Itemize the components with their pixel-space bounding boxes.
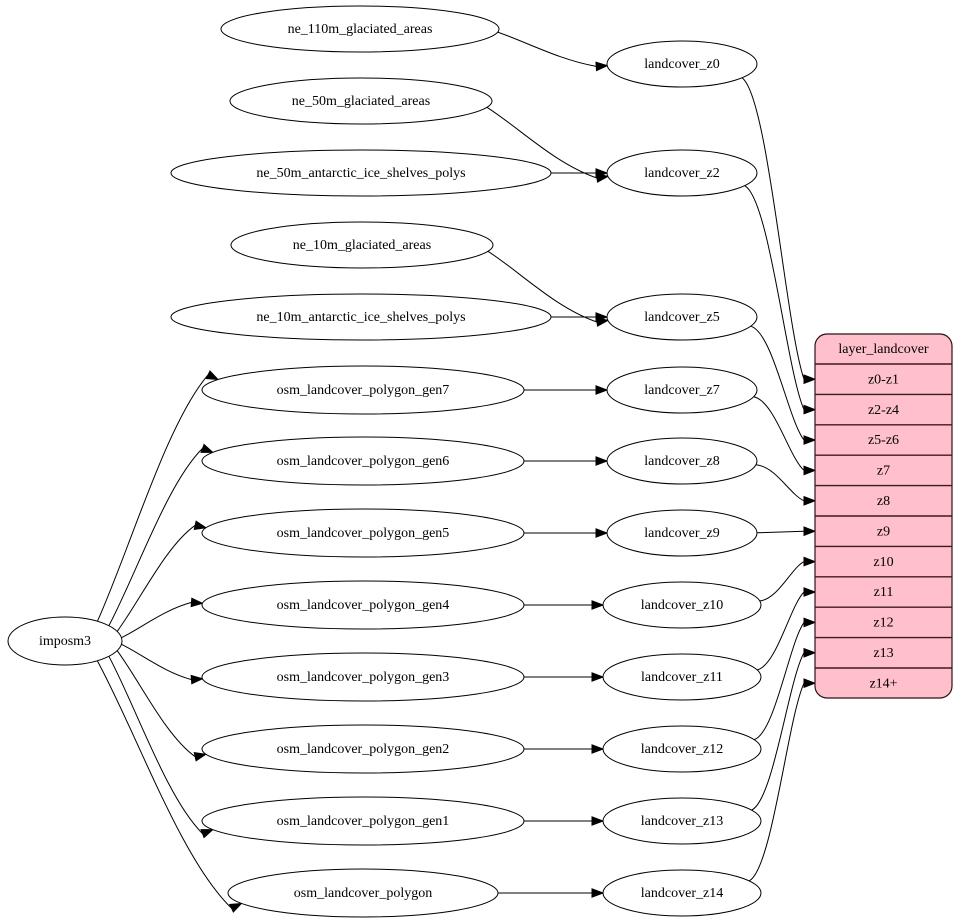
- table-row-z10[interactable]: z10: [873, 555, 893, 570]
- edge-landcover_z0-to-layer_landcover_z0-z1: [741, 77, 817, 385]
- node-label: landcover_z14: [641, 886, 723, 901]
- edge-imposm3-to-osm_landcover_polygon_gen7: [96, 370, 220, 622]
- table-row-z13[interactable]: z13: [873, 646, 893, 661]
- node-label: ne_110m_glaciated_areas: [288, 22, 433, 37]
- layer-landcover-table[interactable]: layer_landcover z0-z1 z2-z4 z5-z6 z7 z8 z9 z10 z…: [814, 333, 953, 699]
- node-label: ne_10m_glaciated_areas: [293, 238, 431, 253]
- node-label: osm_landcover_polygon_gen3: [277, 670, 450, 685]
- edge-imposm3-to-osm_landcover_polygon_gen3: [121, 643, 204, 685]
- edge-osm_landcover_polygon_gen5-to-landcover_z9: [524, 528, 609, 538]
- node-label: landcover_z10: [641, 598, 723, 613]
- table-row-z2z4[interactable]: z2-z4: [868, 403, 899, 418]
- table-row-z5z6[interactable]: z5-z6: [868, 433, 899, 448]
- edge-imposm3-to-osm_landcover_polygon_gen1: [108, 656, 215, 839]
- node-label: landcover_z12: [641, 742, 723, 757]
- table-row-z8[interactable]: z8: [877, 494, 890, 509]
- node-landcover_z14[interactable]: landcover_z14: [602, 869, 762, 917]
- node-label: ne_50m_antarctic_ice_shelves_polys: [256, 166, 465, 181]
- table-row-z9[interactable]: z9: [877, 524, 890, 539]
- edge-landcover_z13-to-layer_landcover_z13: [751, 647, 817, 811]
- table-header-label: layer_landcover: [838, 342, 929, 357]
- edge-landcover_z12-to-layer_landcover_z12: [753, 617, 817, 741]
- edge-landcover_z14-to-layer_landcover_z14_: [748, 678, 817, 882]
- node-label: landcover_z8: [644, 454, 719, 469]
- edge-imposm3-to-osm_landcover_polygon_gen6: [108, 443, 215, 626]
- node-osm_landcover_polygon_gen6[interactable]: osm_landcover_polygon_gen6: [201, 436, 525, 486]
- node-label: osm_landcover_polygon_gen7: [277, 383, 450, 398]
- table-row-z11[interactable]: z11: [874, 585, 894, 600]
- node-label: imposm3: [39, 634, 91, 649]
- node-osm_landcover_polygon_gen1[interactable]: osm_landcover_polygon_gen1: [201, 796, 525, 846]
- edge-landcover_z8-to-layer_landcover_z8: [755, 464, 817, 506]
- node-landcover_z2[interactable]: landcover_z2: [606, 149, 758, 197]
- node-label: landcover_z9: [644, 526, 719, 541]
- edge-landcover_z9-to-layer_landcover_z9: [756, 526, 817, 537]
- node-label: osm_landcover_polygon_gen5: [277, 526, 450, 541]
- edge-imposm3-to-osm_landcover_polygon_gen4: [121, 597, 204, 639]
- edge-ne_10m_antarctic_ice_shelves_polys-to-landcover_z5: [551, 312, 609, 322]
- node-ne_10m_glaciated_areas[interactable]: ne_10m_glaciated_areas: [230, 221, 494, 269]
- node-label: landcover_z11: [641, 670, 723, 685]
- edge-imposm3-to-osm_landcover_polygon_gen5: [116, 520, 208, 632]
- node-ne_50m_glaciated_areas[interactable]: ne_50m_glaciated_areas: [229, 77, 493, 125]
- edge-imposm3-to-osm_landcover_polygon_gen2: [116, 650, 208, 762]
- edge-osm_landcover_polygon_gen4-to-landcover_z10: [524, 600, 605, 610]
- table-row-z14[interactable]: z14+: [869, 676, 897, 691]
- edge-landcover_z2-to-layer_landcover_z2-z4: [744, 185, 817, 415]
- node-imposm3[interactable]: imposm3: [7, 616, 123, 666]
- node-landcover_z11[interactable]: landcover_z11: [602, 653, 762, 701]
- node-ne_110m_glaciated_areas[interactable]: ne_110m_glaciated_areas: [220, 5, 500, 53]
- table-row-z12[interactable]: z12: [873, 616, 893, 631]
- node-label: landcover_z0: [644, 57, 719, 72]
- edge-landcover_z10-to-layer_landcover_z10: [759, 556, 817, 602]
- edge-layer: [96, 31, 817, 913]
- node-ne_10m_antarctic_ice_shelves_polys[interactable]: ne_10m_antarctic_ice_shelves_polys: [170, 293, 552, 341]
- node-label: landcover_z13: [641, 814, 723, 829]
- node-landcover_z7[interactable]: landcover_z7: [606, 366, 758, 414]
- node-label: osm_landcover_polygon_gen4: [277, 598, 450, 613]
- node-landcover_z10[interactable]: landcover_z10: [602, 581, 762, 629]
- edge-osm_landcover_polygon_gen3-to-landcover_z11: [524, 672, 605, 682]
- node-landcover_z8[interactable]: landcover_z8: [606, 437, 758, 485]
- node-label: osm_landcover_polygon_gen6: [277, 454, 450, 469]
- node-label: landcover_z5: [644, 310, 719, 325]
- node-layer: imposm3 ne_110m_glaciated_areas ne_50m_gla…: [7, 5, 762, 918]
- table-row-z7[interactable]: z7: [877, 464, 890, 479]
- node-label: landcover_z7: [644, 383, 719, 398]
- table-layer: layer_landcover z0-z1 z2-z4 z5-z6 z7 z8 z9 z10 z…: [814, 333, 953, 699]
- edge-landcover_z11-to-layer_landcover_z11: [757, 587, 817, 671]
- edge-imposm3-to-osm_landcover_polygon: [96, 660, 243, 913]
- node-landcover_z0[interactable]: landcover_z0: [606, 40, 758, 88]
- edge-ne_110m_glaciated_areas-to-landcover_z0: [497, 31, 609, 72]
- node-landcover_z12[interactable]: landcover_z12: [602, 725, 762, 773]
- node-label: landcover_z2: [644, 166, 719, 181]
- node-landcover_z9[interactable]: landcover_z9: [606, 509, 758, 557]
- node-label: ne_50m_glaciated_areas: [292, 94, 430, 109]
- node-landcover_z5[interactable]: landcover_z5: [606, 293, 758, 341]
- node-osm_landcover_polygon_gen7[interactable]: osm_landcover_polygon_gen7: [201, 365, 525, 415]
- node-label: ne_10m_antarctic_ice_shelves_polys: [256, 310, 465, 325]
- edge-osm_landcover_polygon_gen7-to-landcover_z7: [524, 385, 609, 395]
- node-osm_landcover_polygon_gen2[interactable]: osm_landcover_polygon_gen2: [201, 724, 525, 774]
- node-osm_landcover_polygon_gen5[interactable]: osm_landcover_polygon_gen5: [201, 508, 525, 558]
- edge-osm_landcover_polygon_gen2-to-landcover_z12: [524, 744, 605, 754]
- edge-landcover_z7-to-layer_landcover_z7: [753, 396, 817, 476]
- edge-ne_50m_antarctic_ice_shelves_polys-to-landcover_z2: [551, 168, 609, 178]
- node-label: osm_landcover_polygon_gen2: [277, 742, 450, 757]
- node-landcover_z13[interactable]: landcover_z13: [602, 797, 762, 845]
- node-label: osm_landcover_polygon: [294, 886, 432, 901]
- edge-osm_landcover_polygon_gen1-to-landcover_z13: [524, 816, 605, 826]
- edge-osm_landcover_polygon-to-landcover_z14: [498, 888, 605, 898]
- edge-landcover_z5-to-layer_landcover_z5-z6: [750, 325, 817, 445]
- node-osm_landcover_polygon[interactable]: osm_landcover_polygon: [227, 868, 499, 918]
- edge-osm_landcover_polygon_gen6-to-landcover_z8: [524, 456, 609, 466]
- node-osm_landcover_polygon_gen3[interactable]: osm_landcover_polygon_gen3: [201, 652, 525, 702]
- node-osm_landcover_polygon_gen4[interactable]: osm_landcover_polygon_gen4: [201, 580, 525, 630]
- node-label: osm_landcover_polygon_gen1: [277, 814, 450, 829]
- node-ne_50m_antarctic_ice_shelves_polys[interactable]: ne_50m_antarctic_ice_shelves_polys: [170, 149, 552, 197]
- table-row-z0z1[interactable]: z0-z1: [868, 372, 899, 387]
